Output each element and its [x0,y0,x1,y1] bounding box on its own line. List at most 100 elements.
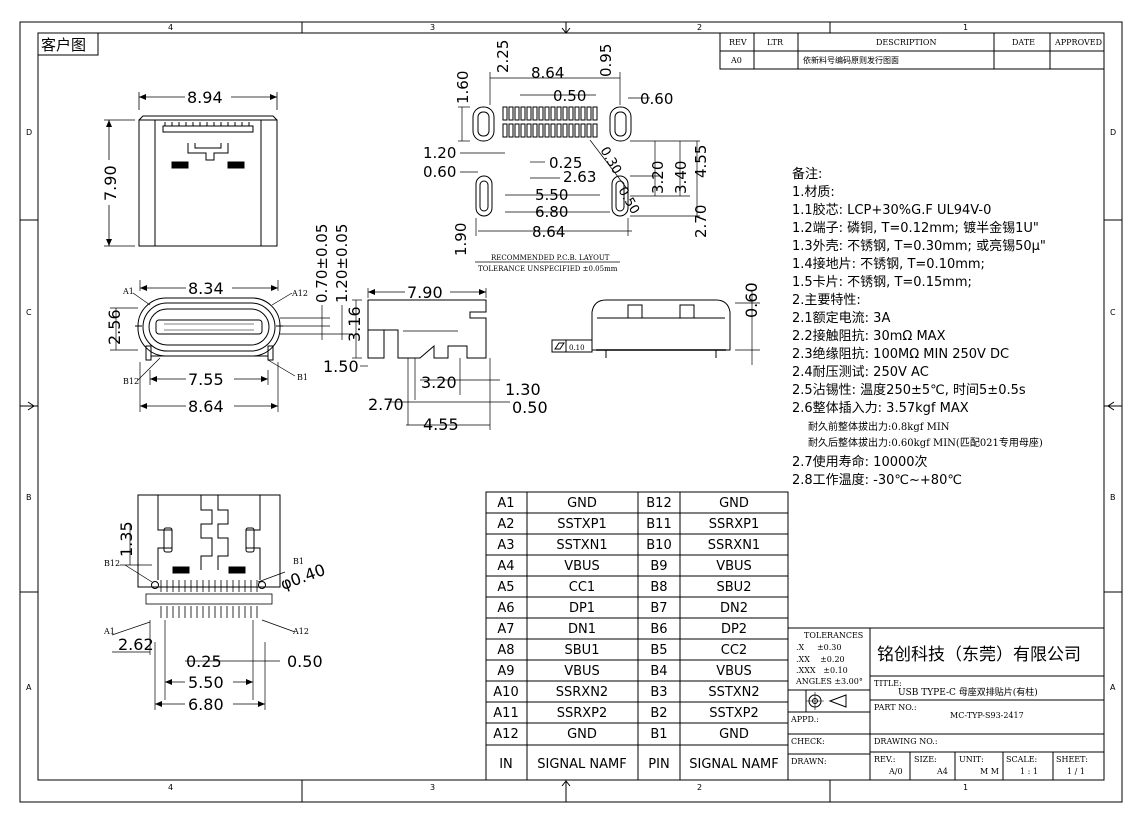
pin-table-pin-a-1: A1 [497,496,514,511]
pin-table-signal-a-9: VBUS [564,664,600,679]
front-dim-8-64: 8.64 [188,397,224,416]
pin-table-signal-b-7: DP2 [721,622,747,637]
zone-row-left-c: C [26,308,32,317]
pin-table-signal-b-6: DN2 [720,601,748,616]
pin-table-signal-b-10: SSTXN2 [708,685,759,700]
pcb-dim-8-64-top: 8.64 [531,64,564,82]
pin-table-signal-a-12: GND [567,727,597,742]
pin-table-footer-pin-b: PIN [648,757,669,772]
pcb-caption-recommended: RECOMMENDED P.C.B. LAYOUT [491,254,610,262]
front-dim-8-34: 8.34 [188,279,224,298]
bottom-view-dims [111,525,296,710]
outer-border [19,21,1123,803]
pin-table-signal-b-1: GND [719,496,749,511]
pcb-dim-5-50: 5.50 [535,186,568,204]
pin-table-signal-b-8: CC2 [721,643,747,658]
pin-table-pin-a-4: A4 [497,559,514,574]
pcb-dim-3-20: 3.20 [649,161,667,194]
side-dim-1-50: 1.50 [323,357,359,376]
front-pin-a12: A12 [291,289,308,298]
side-dim-3-16: 3.16 [345,306,364,342]
bottom-dim-0-25: 0.25 [186,652,222,671]
note-line-14: 耐久前整体拔出力:0.8kgf MIN [808,420,950,433]
front-dim-1-20: 1.20±0.05 [333,224,351,303]
side-dim-7-90: 7.90 [407,283,443,302]
scale-value: 1 : 1 [1020,767,1038,776]
title-label: TITLE: [874,679,902,688]
pin-table-pin-a-7: A7 [497,622,514,637]
part-value: MC-TYP-S93-2417 [950,711,1024,720]
zone-row-left-d: D [26,128,32,137]
pin-table-signal-b-11: SSTXP2 [709,706,758,721]
pin-table-pin-a-10: A10 [493,685,518,700]
sheet-label: SHEET: [1056,755,1088,764]
pin-table-pin-a-2: A2 [497,517,514,532]
pin-table-pin-b-10: B3 [650,685,667,700]
note-line-4: 1.3外壳: 不锈钢, T=0.30mm; 或亮锡50μ" [792,238,1046,254]
rev-header-approved: APPROVED [1054,38,1102,47]
note-line-2: 1.1胶芯: LCP+30%G.F UL94V-0 [792,202,991,218]
bottom-dim-6-80: 6.80 [188,695,224,714]
pcb-dim-4-55: 4.55 [692,145,710,178]
pin-table-pin-b-3: B10 [646,538,671,553]
pcb-dim-8-64-bottom: 8.64 [532,223,565,241]
top-view-dims [104,92,278,247]
side-dim-3-20: 3.20 [421,373,457,392]
bottom-pin-a1: A1 [103,627,115,636]
note-line-16: 2.7使用寿命: 10000次 [792,454,928,470]
pin-table-pin-b-7: B6 [650,622,667,637]
flatness-value: 0.10 [569,344,585,352]
rev-header-ltr: LTR [767,38,784,47]
zone-col-top-2: 2 [697,23,702,32]
pin-table-signal-b-5: SBU2 [717,580,752,595]
drawing-no-label: DRAWING NO.: [874,737,938,746]
pin-table-pin-b-2: B11 [646,517,671,532]
pin-table-signal-a-7: DN1 [568,622,596,637]
pin-table-signal-a-1: GND [567,496,597,511]
rev-header-description: DESCRIPTION [876,38,936,47]
zone-labels: 4 3 2 1 4 3 2 1 D C B A D C B A [26,23,1116,792]
pin-table-signal-a-3: SSTXN1 [556,538,607,553]
bottom-dim-2-62: 2.62 [118,635,154,654]
pcb-dim-0-25: 0.25 [549,154,582,172]
side-dim-4-55: 4.55 [423,415,459,434]
pin-table-signal-a-5: CC1 [569,580,595,595]
pin-table-pin-b-11: B2 [650,706,667,721]
tol-line-1: .X ±0.30 [796,643,841,652]
note-line-5: 1.4接地片: 不锈钢, T=0.10mm; [792,256,985,272]
pin-table-signal-b-4: VBUS [716,559,752,574]
bottom-pin-b1: B1 [293,557,304,566]
title-value: USB TYPE-C 母座双排贴片(有柱) [898,686,1038,698]
zone-col-bot-2: 2 [697,783,702,792]
note-line-17: 2.8工作温度: -30℃~+80℃ [792,472,962,488]
pin-table-pin-a-6: A6 [497,601,514,616]
tol-title: TOLERANCES [804,631,863,640]
bottom-pin-a12: A12 [292,627,309,636]
end-view-dims [735,290,760,365]
pcb-dim-lines [458,72,700,236]
pcb-dim-0-50-diag: 0.50 [615,185,642,218]
projection-symbol [806,692,847,710]
sheet-value: 1 / 1 [1067,767,1085,776]
pin-table-signal-a-6: DP1 [569,601,595,616]
note-line-3: 1.2端子: 磷铜, T=0.12mm; 镀半金锡1U" [792,220,1039,236]
pin-table-signal-b-9: VBUS [716,664,752,679]
pin-table-signal-a-4: VBUS [564,559,600,574]
pin-table-footer-signal-b: SIGNAL NAMF [689,757,778,772]
revision-table [719,32,1105,70]
pcb-dim-0-50: 0.50 [553,87,586,105]
dim-top-height: 7.90 [101,165,120,201]
bottom-view [137,494,281,618]
pin-table-pin-a-3: A3 [497,538,514,553]
side-view-dims [352,288,510,430]
zone-row-right-d: D [1110,128,1116,137]
bottom-view-leads [145,580,273,618]
customer-label: 客户图 [41,36,86,54]
rev-row-rev: A0 [730,56,742,65]
note-line-1: 1.材质: [792,185,835,200]
bottom-dim-0-50: 0.50 [287,652,323,671]
zone-row-left-a: A [26,683,32,692]
pin-table-signal-a-10: SSRXN2 [556,685,608,700]
end-dim-0-60: 0.60 [742,282,761,318]
